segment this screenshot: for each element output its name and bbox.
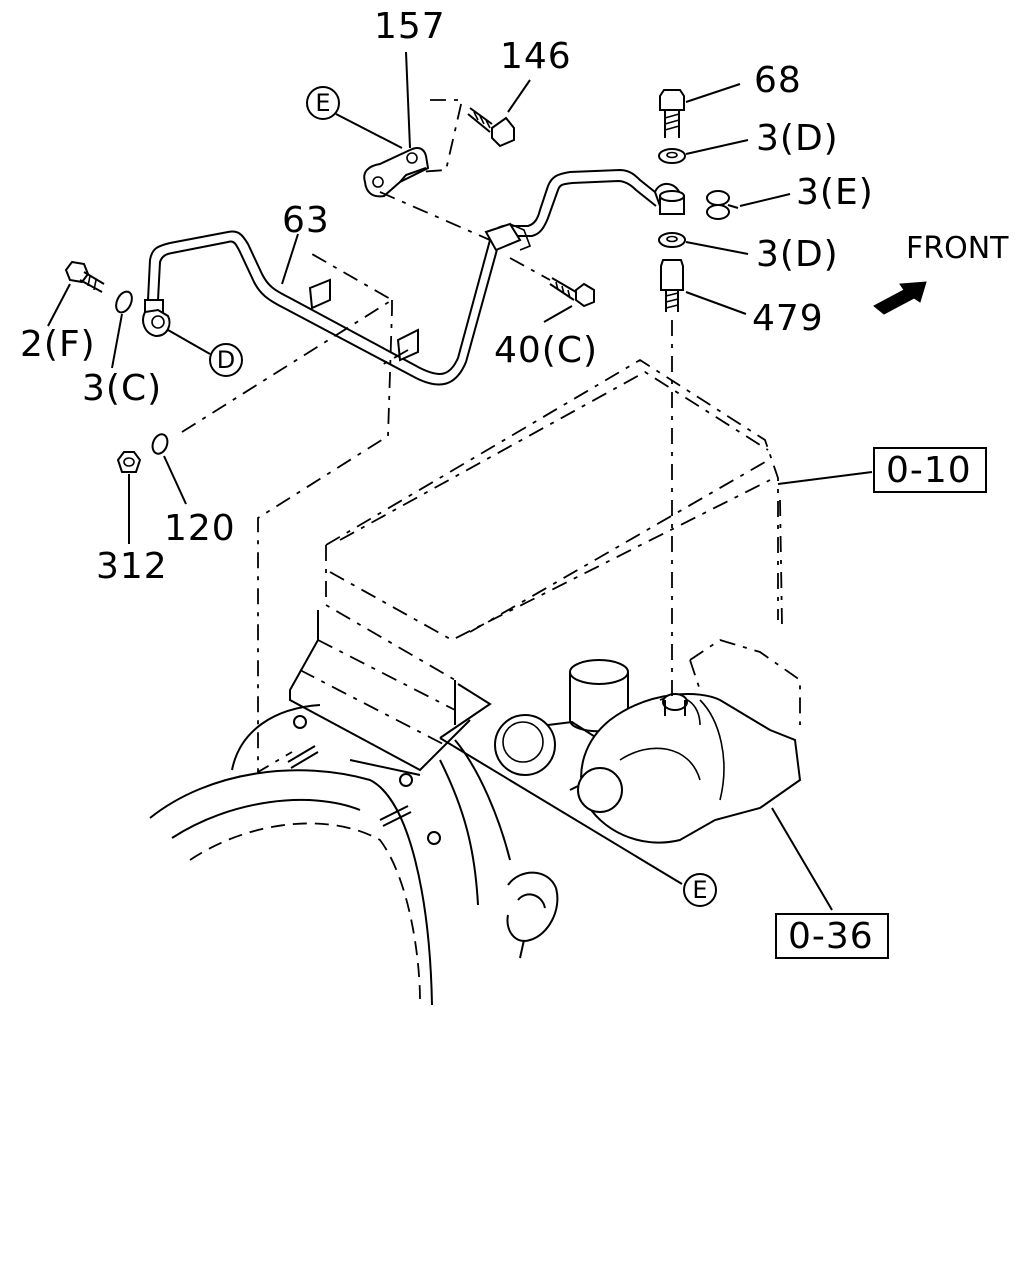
circle-marker-e-bottom [683, 873, 717, 907]
bolt-68 [659, 89, 685, 138]
washer-3c [115, 290, 133, 314]
ref-box-0-10 [873, 447, 987, 493]
callout-68: 68 [754, 60, 802, 101]
union-479 [660, 259, 684, 312]
callout-479: 479 [752, 298, 824, 339]
bolt-2f [64, 260, 105, 293]
callout-40c: 40(C) [494, 330, 598, 371]
ref-label-0-36: 0-36 [788, 916, 874, 957]
fasteners [64, 89, 739, 473]
engine-body [287, 358, 783, 845]
circle-marker-d-left-text: D [217, 346, 235, 374]
nut-312 [116, 451, 142, 473]
throttle-unit [494, 639, 802, 844]
callout-3d-top: 3(D) [756, 118, 839, 159]
callout-312: 312 [96, 546, 168, 587]
circle-marker-e-top-text: E [315, 89, 330, 117]
front-label: FRONT [906, 231, 1009, 266]
pipe-assembly [142, 168, 682, 386]
circle-marker-e-top [306, 86, 340, 120]
circle-marker-d-left [209, 343, 243, 377]
leader-lines [47, 51, 873, 911]
bolt-146 [467, 107, 515, 148]
callout-3e: 3(E) [796, 172, 874, 213]
ref-box-0-36 [775, 913, 889, 959]
washer-3d-top [658, 148, 686, 164]
front-arrow-icon [873, 281, 927, 315]
callout-63: 63 [282, 200, 330, 241]
callout-157: 157 [374, 6, 446, 47]
callout-3d-bottom: 3(D) [756, 234, 839, 275]
washer-3e [706, 190, 739, 220]
bolt-40c [549, 277, 595, 308]
ref-label-0-10: 0-10 [886, 450, 972, 491]
callout-146: 146 [500, 36, 572, 77]
callout-120: 120 [164, 508, 236, 549]
callout-2f: 2(F) [20, 324, 96, 365]
circle-marker-e-bottom-text: E [692, 876, 707, 904]
washer-3d-bottom [658, 232, 686, 248]
callout-3c: 3(C) [82, 368, 162, 409]
bell-housing [149, 704, 559, 1006]
washer-120 [151, 433, 169, 455]
bracket-157 [363, 147, 430, 198]
